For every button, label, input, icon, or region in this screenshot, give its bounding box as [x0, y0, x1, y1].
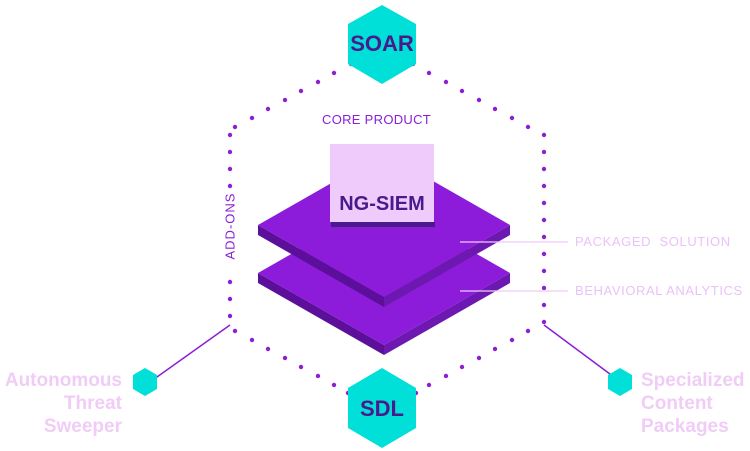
- left-addon-line-3: Sweeper: [43, 416, 122, 437]
- left-addon-line-2: Threat: [63, 393, 122, 414]
- sdl-hexagon: [348, 368, 416, 448]
- right-addon-label: Specialized Content Packages: [641, 369, 749, 438]
- right-addon-line-1: Specialized: [641, 370, 745, 391]
- ng-siem-card-shadow: [331, 222, 435, 227]
- left-connector-line: [149, 324, 231, 383]
- add-ons-label: ADD-ONS: [222, 192, 238, 260]
- ng-siem-label: NG-SIEM: [339, 193, 425, 215]
- behavioral-analytics-label: BEHAVIORAL ANALYTICS: [575, 283, 743, 298]
- left-addon-hexagon: [133, 368, 157, 396]
- packaged-solution-label: PACKAGED SOLUTION: [575, 234, 731, 249]
- soar-label: SOAR: [350, 31, 414, 56]
- right-addon-line-3: Packages: [641, 416, 729, 437]
- left-addon-line-1: Autonomous: [4, 370, 122, 391]
- sdl-label: SDL: [360, 396, 404, 421]
- soar-hexagon: [348, 5, 416, 84]
- ng-siem-card: [330, 144, 434, 222]
- left-addon-label: Autonomous Threat Sweeper: [0, 369, 122, 438]
- right-addon-line-2: Content: [641, 393, 713, 414]
- right-connector-line: [543, 324, 619, 381]
- right-addon-hexagon: [608, 368, 632, 396]
- core-product-label: CORE PRODUCT: [322, 112, 432, 127]
